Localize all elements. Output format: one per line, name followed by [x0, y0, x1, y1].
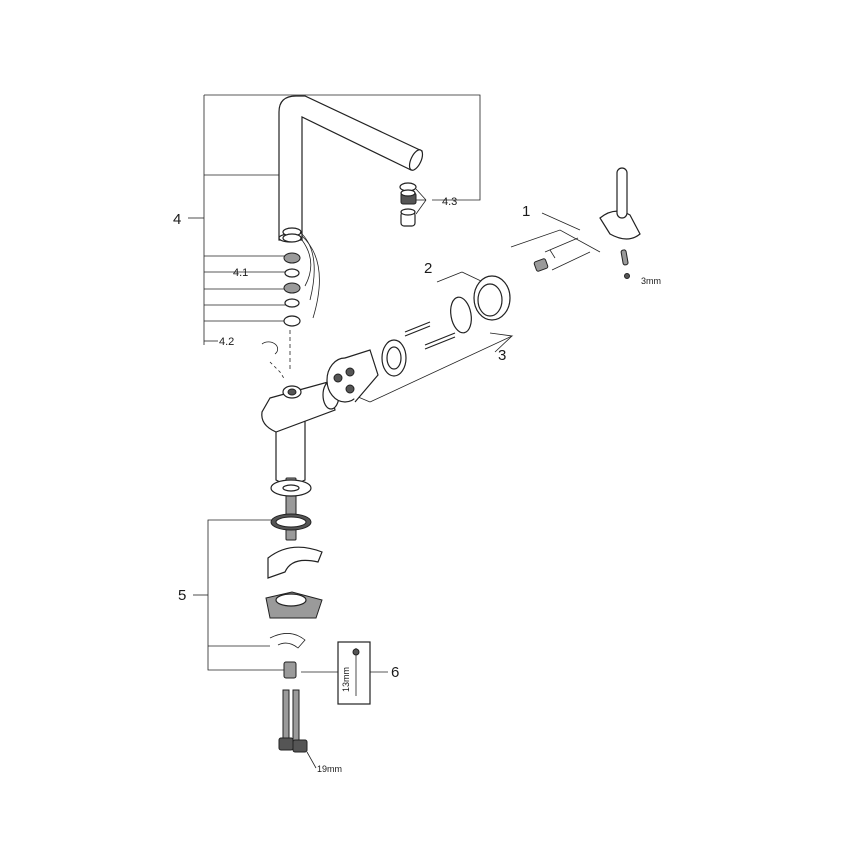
handle-group-1 [510, 167, 641, 279]
spout-pipe [278, 95, 424, 243]
callout-4: 4 [173, 211, 181, 228]
callout-labels: 1 2 3 4 4.1 4.2 4.3 5 6 3mm 19mm 13mm [173, 196, 661, 774]
dimension-tool-wrench: 13mm [341, 667, 351, 692]
callout-1: 1 [522, 203, 530, 220]
callout-6: 6 [391, 664, 399, 681]
supply-hoses [278, 689, 317, 769]
callout-4-2: 4.2 [219, 336, 234, 348]
group-4-bracket [188, 94, 481, 345]
callout-3: 3 [498, 347, 506, 364]
mounting-group-5 [193, 477, 323, 679]
dimension-hex-key: 3mm [641, 276, 661, 286]
callout-2: 2 [424, 260, 432, 277]
tool-box-6 [301, 641, 388, 705]
cap-group-2 [436, 271, 511, 334]
callout-4-1: 4.1 [233, 267, 248, 279]
dimension-spout-wrench: 19mm [317, 764, 342, 774]
faucet-body [261, 380, 340, 485]
callout-5: 5 [178, 587, 186, 604]
spout-seal-rings [261, 227, 320, 381]
callout-4-3: 4.3 [442, 196, 457, 208]
aerator-parts [399, 182, 427, 227]
cartridge-group-3 [324, 321, 514, 403]
